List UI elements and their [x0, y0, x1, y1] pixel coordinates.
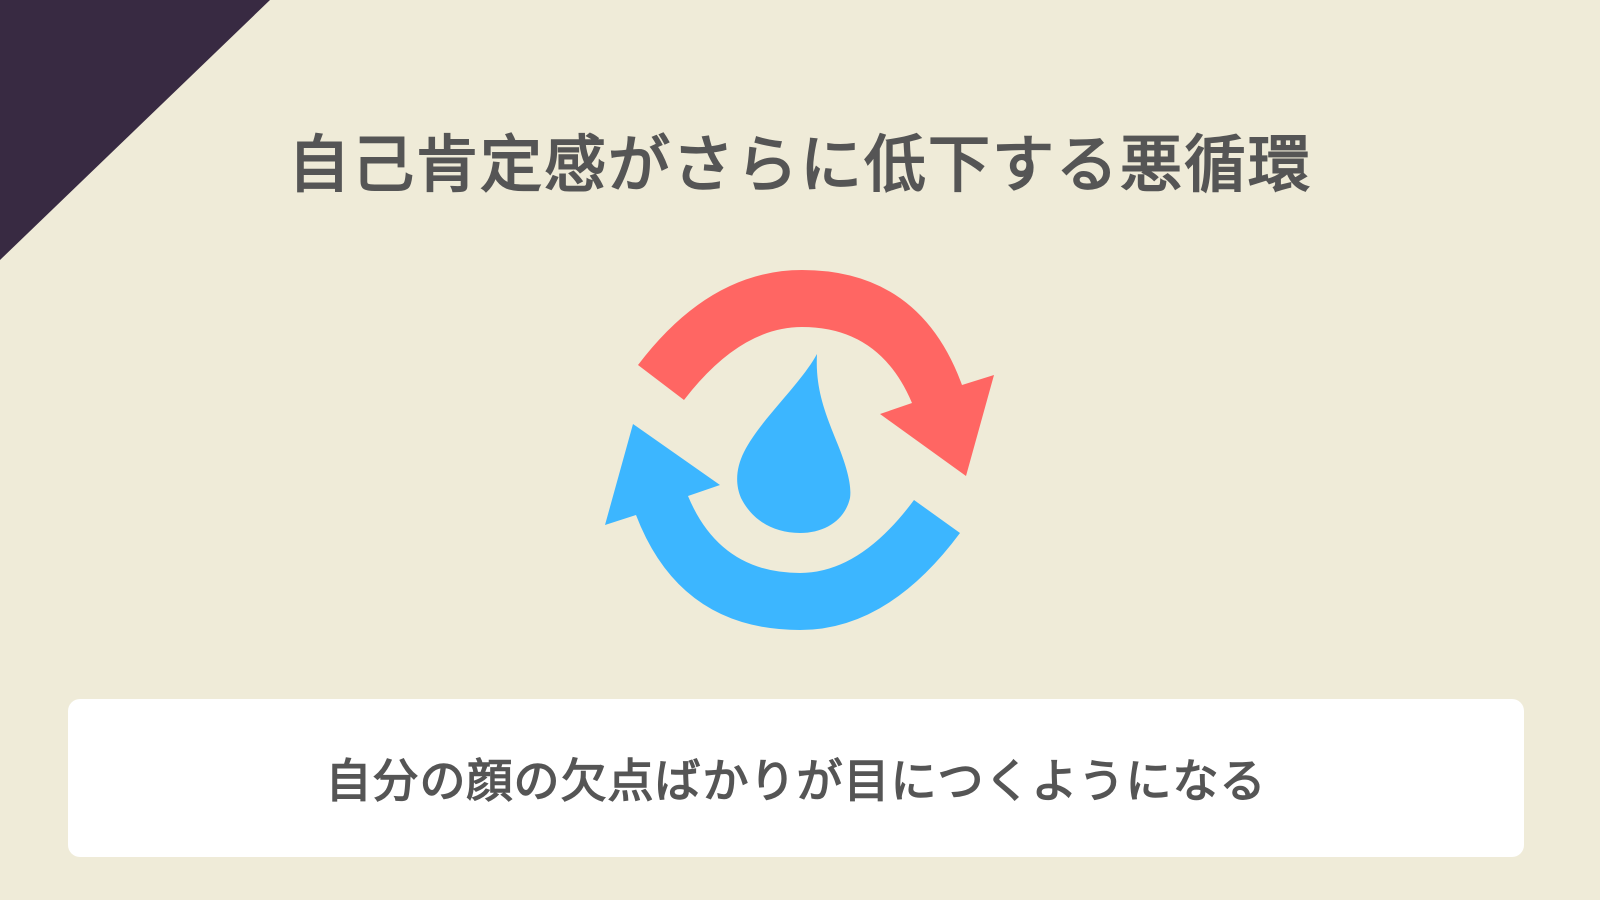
corner-decoration: [0, 0, 270, 260]
caption-text: 自分の顔の欠点ばかりが目につくようになる: [325, 754, 1267, 808]
cycle-arrow-bottom: [605, 424, 960, 630]
cycle-arrow-top: [638, 270, 994, 476]
cycle-arrows-icon: [605, 270, 994, 630]
caption-box: 自分の顔の欠点ばかりが目につくようになる: [68, 699, 1524, 857]
water-drop-icon: [737, 354, 851, 533]
slide-title: 自己肯定感がさらに低下する悪循環: [287, 128, 1312, 201]
